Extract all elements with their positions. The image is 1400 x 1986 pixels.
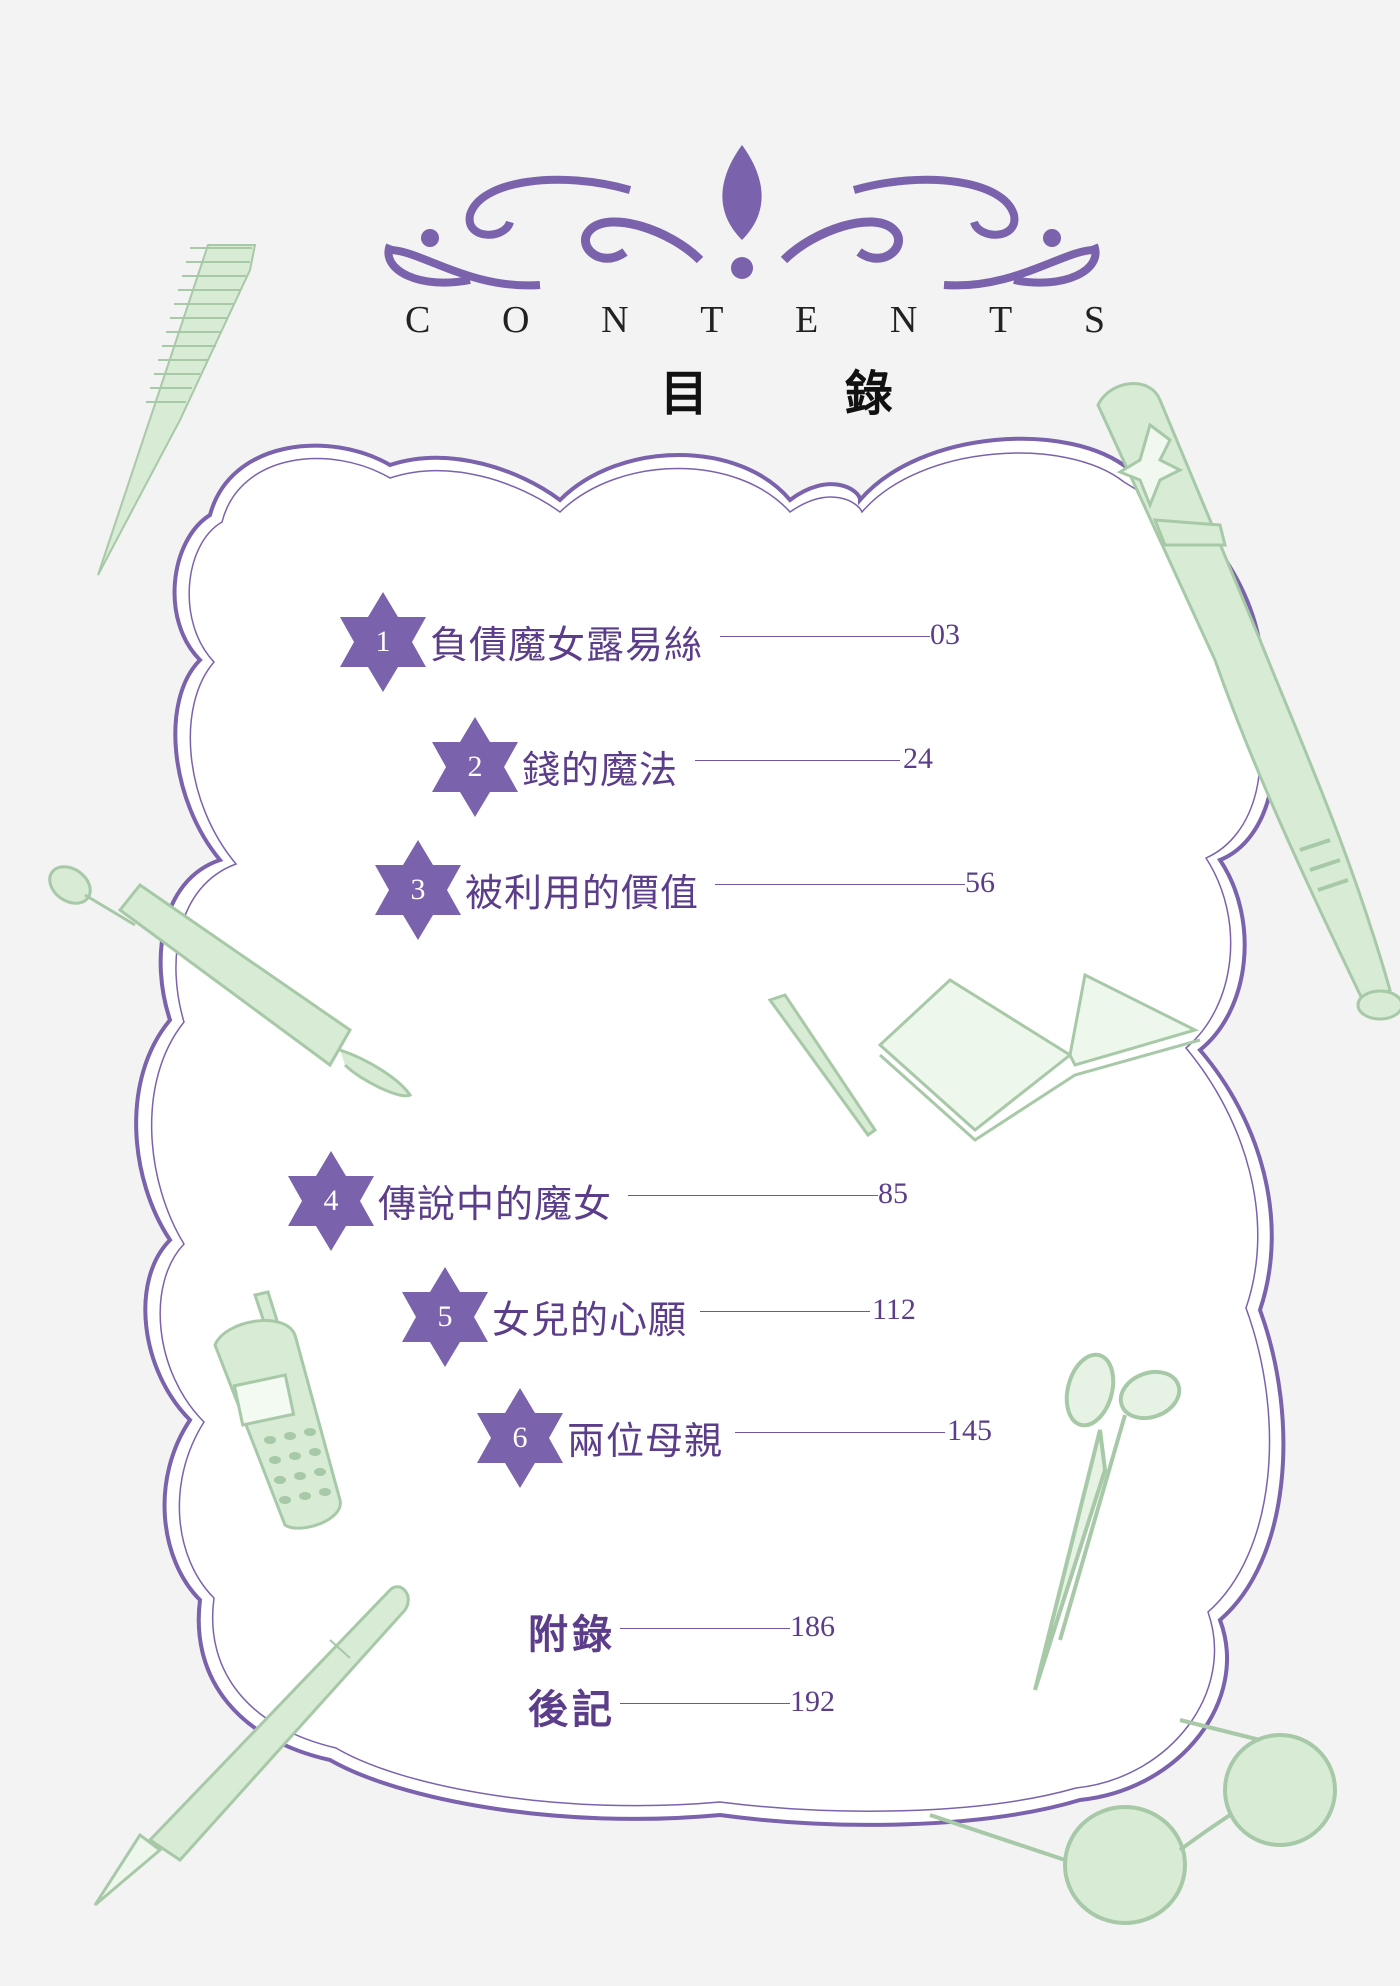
pencil-icon (767, 993, 878, 1138)
page-number: 85 (878, 1177, 908, 1210)
mobile-phone-icon (213, 1290, 342, 1530)
chapter-number: 6 (512, 1421, 528, 1454)
leader-line (700, 1311, 870, 1312)
chapter-title: 傳說中的魔女 (378, 1182, 613, 1226)
fountain-pen-icon (93, 1585, 410, 1907)
contents-letter: N (889, 299, 918, 341)
page-number: 145 (947, 1414, 992, 1447)
chapter-title: 女兒的心願 (492, 1298, 688, 1342)
contents-letter: T (700, 299, 724, 341)
contents-letter: N (601, 299, 629, 341)
chapter-number: 5 (437, 1300, 453, 1333)
contents-letter: T (989, 299, 1013, 341)
leader-line (620, 1628, 790, 1629)
ornament-icon (384, 145, 1100, 290)
leader-line (735, 1432, 945, 1433)
glasses-icon (929, 1718, 1337, 1925)
leader-line (720, 636, 930, 637)
chapter-number: 3 (410, 873, 426, 906)
star-badge-icon: 4 (288, 1151, 374, 1251)
page-number: 24 (903, 742, 933, 775)
star-badge-icon: 2 (432, 717, 518, 817)
contents-letter: C (405, 299, 431, 341)
leader-line (715, 884, 965, 885)
contents-letter: E (795, 299, 819, 341)
page-number: 192 (790, 1685, 835, 1718)
baseball-bat-icon (1096, 382, 1400, 1021)
chapter-number: 2 (467, 750, 483, 783)
afterword-title[interactable]: 後記 (528, 1687, 616, 1733)
star-badge-icon: 1 (340, 592, 426, 692)
scissors-icon (1033, 1352, 1182, 1691)
leader-line (695, 760, 900, 761)
chapter-title: 兩位母親 (567, 1419, 724, 1463)
page-number: 56 (965, 866, 995, 899)
comb-icon (97, 244, 257, 576)
star-badge-icon: 5 (402, 1267, 488, 1367)
chapter-title: 被利用的價值 (465, 871, 700, 915)
page-number: 186 (790, 1610, 835, 1643)
chapter-number: 4 (323, 1184, 339, 1217)
contents-letter: S (1083, 299, 1105, 341)
page-title: 目 錄 (660, 366, 953, 422)
star-badge-icon: 3 (375, 840, 461, 940)
contents-letter: O (502, 299, 530, 341)
leader-line (628, 1195, 878, 1196)
chapter-number: 1 (375, 625, 391, 658)
page-number: 112 (872, 1293, 916, 1326)
leader-line (620, 1703, 790, 1704)
chapter-title: 錢的魔法 (522, 748, 679, 792)
star-badge-icon: 6 (477, 1388, 563, 1488)
chapter-title: 負債魔女露易絲 (430, 623, 704, 667)
cloud-frame (134, 436, 1286, 1827)
rolling-pin-icon (48, 865, 413, 1098)
appendix-title[interactable]: 附錄 (528, 1612, 616, 1658)
page-number: 03 (930, 618, 960, 651)
contents-heading: C O N T E N T S (405, 298, 1105, 348)
open-book-icon (877, 972, 1201, 1142)
